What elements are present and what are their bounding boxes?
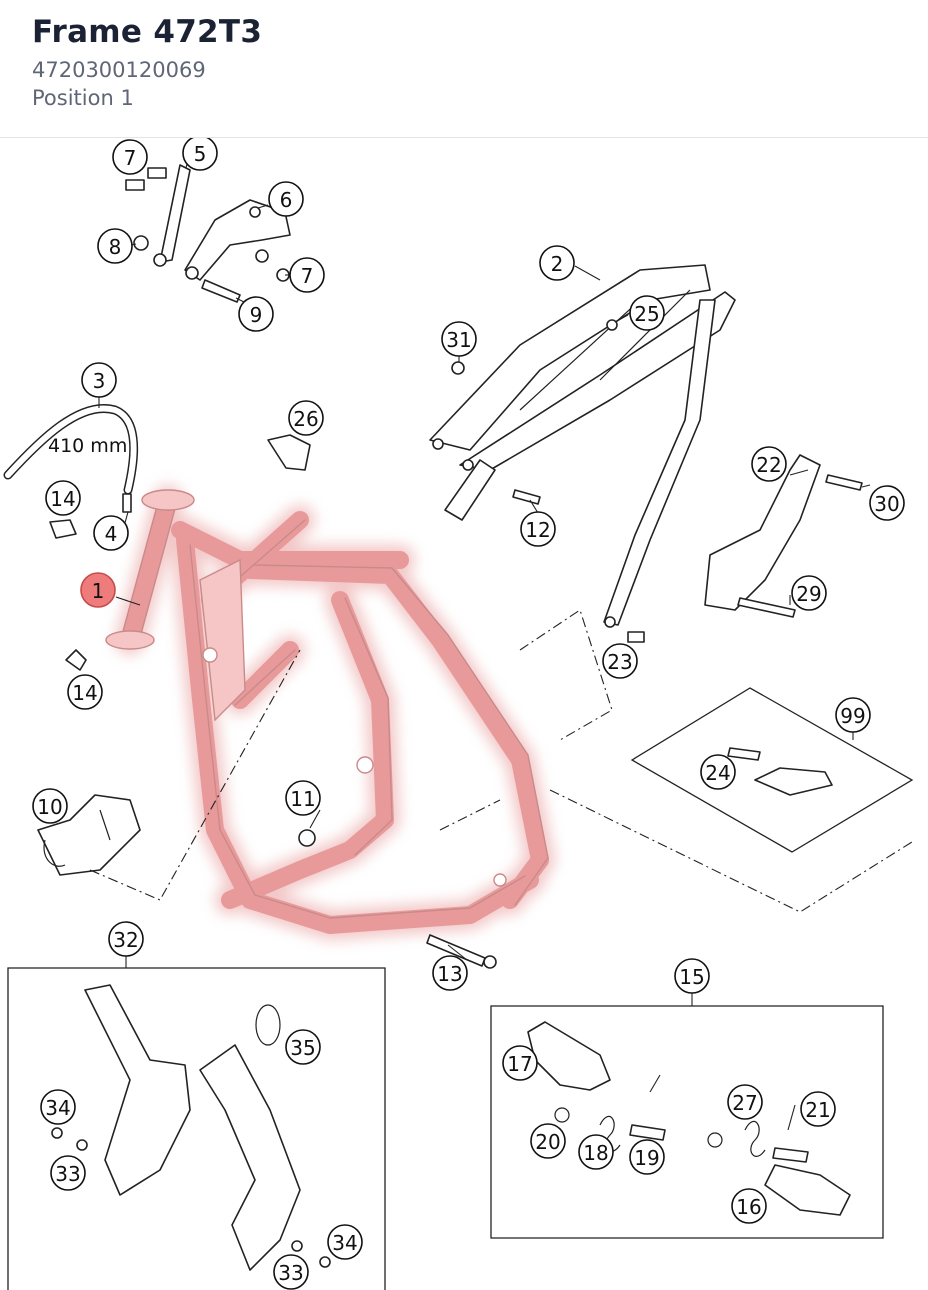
callout-18[interactable]: 18 [578, 1134, 614, 1170]
callout-label: 24 [705, 761, 730, 785]
callout-1[interactable]: 1 [80, 572, 116, 608]
callout-7[interactable]: 7 [112, 139, 148, 175]
callout-label: 34 [45, 1096, 70, 1120]
callout-23[interactable]: 23 [602, 643, 638, 679]
callout-label: 31 [446, 328, 471, 352]
callout-label: 10 [37, 795, 62, 819]
callout-label: 29 [796, 582, 821, 606]
callout-31[interactable]: 31 [441, 321, 477, 357]
callout-label: 5 [194, 142, 207, 166]
callout-11[interactable]: 11 [285, 780, 321, 816]
callout-label: 1 [92, 579, 105, 603]
callout-19[interactable]: 19 [629, 1139, 665, 1175]
callout-2[interactable]: 2 [539, 245, 575, 281]
callout-label: 11 [290, 787, 315, 811]
callout-9[interactable]: 9 [238, 296, 274, 332]
callout-10[interactable]: 10 [32, 788, 68, 824]
page-header: Frame 472T3 4720300120069 Position 1 [0, 0, 928, 138]
callout-label: 20 [535, 1130, 560, 1154]
axle-bolt-part[interactable] [426, 934, 486, 967]
callout-27[interactable]: 27 [727, 1084, 763, 1120]
callout-label: 2 [551, 252, 564, 276]
sticker-part[interactable] [267, 434, 311, 471]
callout-label: 17 [507, 1052, 532, 1076]
callout-label: 27 [732, 1091, 757, 1115]
callout-label: 23 [607, 650, 632, 674]
callout-label: 7 [124, 146, 137, 170]
callout-label: 14 [72, 681, 97, 705]
frame-protector-parts[interactable] [51, 984, 331, 1271]
callout-20[interactable]: 20 [530, 1123, 566, 1159]
callout-label: 9 [250, 303, 263, 327]
callout-7[interactable]: 7 [289, 257, 325, 293]
callout-label: 13 [437, 962, 462, 986]
callout-22[interactable]: 22 [751, 446, 787, 482]
exploded-parts-diagram: 410 mm [3, 138, 914, 1290]
callout-label: 34 [332, 1231, 357, 1255]
callout-24[interactable]: 24 [700, 754, 736, 790]
hose-length-label: 410 mm [48, 435, 127, 457]
callout-6[interactable]: 6 [268, 181, 304, 217]
callout-label: 99 [840, 704, 865, 728]
nut-part[interactable] [298, 829, 316, 847]
callout-label: 25 [634, 302, 659, 326]
callout-label: 21 [805, 1098, 830, 1122]
chain-slider-part[interactable] [727, 747, 833, 796]
callout-5[interactable]: 5 [182, 138, 218, 171]
callout-label: 8 [109, 235, 122, 259]
callout-label: 18 [583, 1141, 608, 1165]
callout-16[interactable]: 16 [731, 1188, 767, 1224]
main-frame-part[interactable] [105, 485, 555, 940]
callout-14[interactable]: 14 [67, 674, 103, 710]
callout-13[interactable]: 13 [432, 955, 468, 991]
clamp-parts[interactable] [49, 493, 132, 671]
callout-label: 6 [280, 188, 293, 212]
callout-label: 14 [50, 487, 75, 511]
callout-label: 7 [301, 264, 314, 288]
part-number: 4720300120069 [32, 58, 206, 82]
callout-26[interactable]: 26 [288, 400, 324, 436]
callout-33[interactable]: 33 [273, 1254, 309, 1290]
subframe-part[interactable] [429, 264, 736, 628]
footpeg-parts[interactable] [527, 1021, 851, 1216]
callout-33[interactable]: 33 [50, 1155, 86, 1191]
callout-34[interactable]: 34 [327, 1224, 363, 1260]
callout-17[interactable]: 17 [502, 1045, 538, 1081]
callout-label: 19 [634, 1146, 659, 1170]
callout-label: 30 [874, 492, 899, 516]
callout-21[interactable]: 21 [800, 1091, 836, 1127]
callout-label: 35 [290, 1036, 315, 1060]
callout-4[interactable]: 4 [93, 515, 129, 551]
callout-32[interactable]: 32 [108, 921, 144, 957]
bracket-parts[interactable] [125, 164, 291, 303]
callout-label: 16 [736, 1195, 761, 1219]
callout-3[interactable]: 3 [81, 362, 117, 398]
callout-14[interactable]: 14 [45, 480, 81, 516]
callout-label: 32 [113, 928, 138, 952]
page-title: Frame 472T3 [32, 14, 263, 50]
callout-34[interactable]: 34 [40, 1089, 76, 1125]
skid-plate-part[interactable] [37, 794, 141, 876]
callout-label: 4 [105, 522, 118, 546]
callout-label: 26 [293, 407, 318, 431]
callout-12[interactable]: 12 [520, 511, 556, 547]
callout-label: 12 [525, 518, 550, 542]
callout-30[interactable]: 30 [869, 485, 905, 521]
callout-label: 15 [679, 965, 704, 989]
callout-15[interactable]: 15 [674, 958, 710, 994]
callout-label: 22 [756, 453, 781, 477]
callout-label: 33 [278, 1261, 303, 1285]
footpeg-bracket-part[interactable] [704, 454, 863, 618]
callout-label: 3 [93, 369, 106, 393]
callout-35[interactable]: 35 [285, 1029, 321, 1065]
leader-lines [98, 159, 871, 961]
callout-8[interactable]: 8 [97, 228, 133, 264]
hose-part[interactable]: 410 mm [3, 404, 139, 495]
position-label: Position 1 [32, 86, 134, 110]
callout-99[interactable]: 99 [835, 697, 871, 733]
callout-label: 33 [55, 1162, 80, 1186]
callout-25[interactable]: 25 [629, 295, 665, 331]
callout-29[interactable]: 29 [791, 575, 827, 611]
